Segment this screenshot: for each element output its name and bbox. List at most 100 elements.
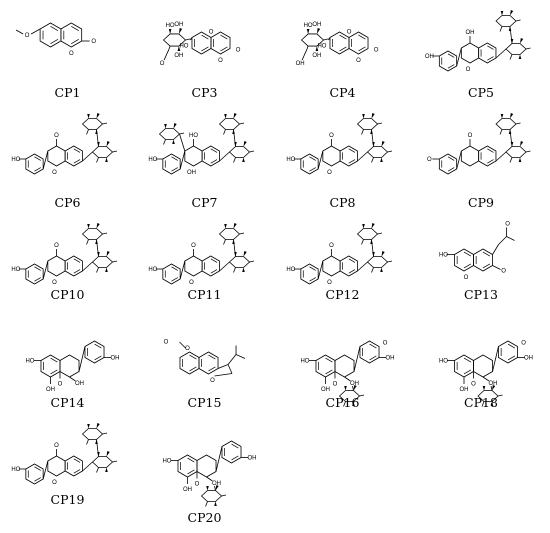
wedge-bond xyxy=(371,223,375,229)
wedge-bond xyxy=(242,157,245,162)
bond xyxy=(344,376,351,382)
bond xyxy=(525,150,531,153)
b-ring xyxy=(438,153,458,175)
bond xyxy=(371,157,374,163)
bond xyxy=(352,385,354,391)
bond xyxy=(167,45,171,52)
compound-label: CP3 xyxy=(191,85,218,100)
bond xyxy=(361,239,364,245)
wedge-bond xyxy=(362,114,365,119)
bond xyxy=(179,150,186,170)
a-ring xyxy=(64,145,83,167)
aromatic-double-bond xyxy=(463,251,472,257)
aromatic-double-bond xyxy=(208,354,216,360)
sugar-ring-bond xyxy=(505,146,527,158)
wedge-bond xyxy=(178,28,183,34)
atom-label: O xyxy=(468,133,473,139)
bond xyxy=(499,129,503,135)
bond xyxy=(102,432,108,435)
bond xyxy=(525,47,531,50)
bond xyxy=(205,501,208,507)
atom-label: OH xyxy=(312,22,321,28)
a-ring xyxy=(201,145,220,167)
bond xyxy=(317,150,324,170)
atom-label: OH xyxy=(425,54,434,60)
wedge-bond xyxy=(315,46,319,51)
bond xyxy=(343,401,346,407)
aromatic-double-bond xyxy=(189,366,197,372)
atom-label: OH xyxy=(187,170,196,176)
bond xyxy=(42,460,49,480)
atom-label: O xyxy=(333,382,338,388)
bond xyxy=(227,364,233,374)
bond xyxy=(357,261,368,272)
atom-label: HO xyxy=(439,253,448,259)
bond xyxy=(492,244,499,255)
atom-label: HO xyxy=(25,359,34,365)
pyrone-ring xyxy=(60,22,83,48)
bond xyxy=(323,38,329,41)
bond xyxy=(328,37,331,41)
bond xyxy=(371,129,374,147)
bond xyxy=(239,232,245,235)
aromatic-double-bond xyxy=(358,46,366,52)
atom-label: O xyxy=(91,39,96,45)
bond xyxy=(227,354,237,365)
methyl-bond xyxy=(15,29,24,35)
bond xyxy=(387,260,393,263)
bond xyxy=(206,476,213,482)
c-ring xyxy=(47,455,66,477)
bond xyxy=(223,239,226,245)
sugar-ring-bond xyxy=(81,118,104,130)
aromatic-double-bond xyxy=(309,156,316,161)
wedge-bond xyxy=(105,467,108,472)
atom-label: O xyxy=(374,48,379,54)
bond xyxy=(215,446,223,472)
bond xyxy=(86,439,89,445)
bond xyxy=(102,122,108,125)
compound-label: CP11 xyxy=(187,287,222,302)
wedge-bond xyxy=(224,114,227,119)
aromatic-double-bond xyxy=(34,156,41,161)
bond xyxy=(219,261,230,272)
coumarin-methoxy-structure-icon: OOO xyxy=(15,22,96,57)
atom-label: O xyxy=(209,30,214,36)
aromatic-double-bond xyxy=(369,355,377,361)
wedge-bond xyxy=(105,267,108,272)
bond xyxy=(509,26,513,44)
atom-label: OH xyxy=(460,387,469,393)
atom-label: OH xyxy=(212,481,221,487)
aromatic-double-bond xyxy=(187,469,195,475)
bond xyxy=(495,151,507,162)
aromatic-double-bond xyxy=(50,39,59,44)
atom-label: O xyxy=(218,58,223,64)
wedge-bond xyxy=(316,28,321,34)
wedge-bond xyxy=(106,451,110,457)
aromatic-double-bond xyxy=(348,148,356,153)
bond xyxy=(377,122,383,125)
aromatic-double-bond xyxy=(348,269,356,274)
bond xyxy=(82,461,93,472)
bond xyxy=(96,267,99,273)
atom-label: OH xyxy=(174,53,183,59)
sugar-ring-bond xyxy=(218,118,241,130)
atom-label: O xyxy=(195,482,200,488)
sugar-ring-bond xyxy=(81,428,104,440)
aromatic-double-bond xyxy=(73,159,81,164)
c-ring xyxy=(322,255,341,277)
atom-label: O xyxy=(329,243,334,249)
aromatic-double-bond xyxy=(348,258,356,263)
compound-label: CP7 xyxy=(191,195,218,210)
aromatic-double-bond xyxy=(50,357,58,363)
compound-label: CP18 xyxy=(464,395,498,410)
atom-label: OH xyxy=(46,387,55,393)
